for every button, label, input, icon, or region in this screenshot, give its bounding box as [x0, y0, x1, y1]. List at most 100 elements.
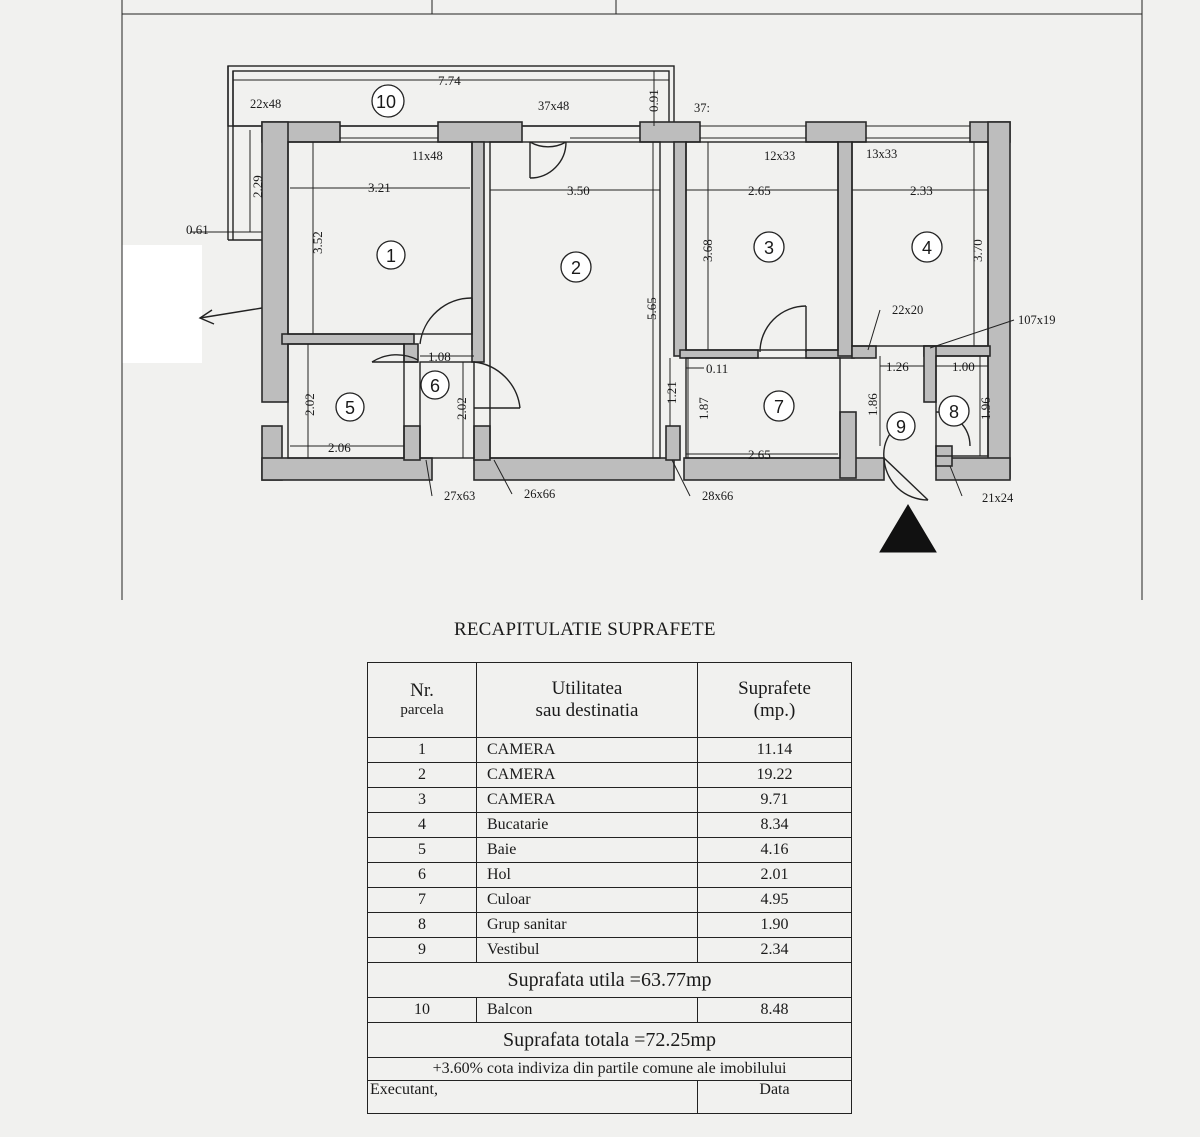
- wall-label: 26x66: [524, 487, 555, 501]
- room-number: 10: [376, 92, 396, 112]
- dim-r8-w: 1.00: [952, 359, 975, 374]
- dim-r2-w: 3.50: [567, 183, 590, 198]
- room-number: 9: [896, 417, 906, 437]
- useful-total: Suprafata utila =63.77mp: [367, 962, 852, 998]
- header-area: Suprafete (mp.): [697, 662, 852, 738]
- executant-row: Executant, Data: [367, 1080, 852, 1114]
- wall-label: 107x19: [1018, 313, 1056, 327]
- dim-r5-h: 2.02: [302, 393, 317, 416]
- row-nr: 3: [367, 787, 477, 813]
- row-use: CAMERA: [476, 737, 698, 763]
- row-area: 2.01: [697, 862, 852, 888]
- cota-text: +3.60% cota indiviza din partile comune …: [367, 1057, 852, 1081]
- row-nr: 1: [367, 737, 477, 763]
- dim-r6-h: 2.02: [454, 397, 469, 420]
- room-number: 7: [774, 397, 784, 417]
- row-nr: 8: [367, 912, 477, 938]
- row-area: 19.22: [697, 762, 852, 788]
- wall-labels: 22x48 11x48 37x48 37: 12x33 13x33 22x20 …: [250, 97, 1056, 505]
- row-area: 8.34: [697, 812, 852, 838]
- redacted-patch: [122, 245, 202, 363]
- dim-balcony-w: 0.91: [646, 89, 661, 112]
- row-nr: 5: [367, 837, 477, 863]
- wall-label: 27x63: [444, 489, 475, 503]
- dim-r6-w: 1.08: [428, 349, 451, 364]
- executant-label: Executant,: [367, 1080, 698, 1114]
- table-header-row: Nr. parcela Utilitatea sau destinatia Su…: [367, 662, 852, 738]
- row-use: Balcon: [476, 997, 698, 1023]
- dim-r1-w: 3.21: [368, 180, 391, 195]
- recap-table: Nr. parcela Utilitatea sau destinatia Su…: [367, 662, 852, 1114]
- triangle-icon: [879, 504, 937, 553]
- header-nr-1: Nr.: [410, 680, 434, 702]
- dimension-lines: [233, 71, 988, 458]
- row-use: Vestibul: [476, 937, 698, 963]
- room-number: 5: [345, 398, 355, 418]
- dim-balcony-side: 2.29: [250, 175, 265, 198]
- header-use-2: sau destinatia: [535, 700, 639, 721]
- walls: [198, 121, 1011, 553]
- wall-label: 22x20: [892, 303, 923, 317]
- room-number: 4: [922, 238, 932, 258]
- row-area: 9.71: [697, 787, 852, 813]
- row-use: Bucatarie: [476, 812, 698, 838]
- row-use: CAMERA: [476, 787, 698, 813]
- dim-r7-h: 1.87: [696, 397, 711, 420]
- row-area: 4.16: [697, 837, 852, 863]
- wall-label: 21x24: [982, 491, 1014, 505]
- row-use: Grup sanitar: [476, 912, 698, 938]
- row-nr: 6: [367, 862, 477, 888]
- dim-balcony-len: 7.74: [438, 73, 461, 88]
- dim-r3-h: 3.68: [700, 239, 715, 262]
- row-area: 8.48: [697, 997, 852, 1023]
- row-nr: 4: [367, 812, 477, 838]
- dim-r7-v: 1.21: [664, 381, 679, 404]
- wall-label: 11x48: [412, 149, 443, 163]
- row-area: 2.34: [697, 937, 852, 963]
- dim-r9-h: 1.86: [865, 393, 880, 416]
- cota-row: +3.60% cota indiviza din partile comune …: [367, 1057, 852, 1081]
- header-area-2: (mp.): [753, 700, 796, 721]
- row-nr: 9: [367, 937, 477, 963]
- dim-r7-gap: 0.11: [706, 361, 728, 376]
- row-use: Culoar: [476, 887, 698, 913]
- row-use: Hol: [476, 862, 698, 888]
- dim-r9-w: 1.26: [886, 359, 909, 374]
- dim-r1-h: 3.52: [310, 231, 325, 254]
- dim-r7-w: 2.65: [748, 447, 771, 462]
- recap-title: RECAPITULATIE SUPRAFETE: [454, 619, 716, 640]
- dimension-labels: 7.74 0.91 2.29 0.61 3.21 3.52 3.50 5.65 …: [186, 73, 993, 462]
- header-area-1: Suprafete: [738, 678, 811, 700]
- grand-total: Suprafata totala =72.25mp: [367, 1022, 852, 1058]
- wall-label: 28x66: [702, 489, 733, 503]
- row-nr: 7: [367, 887, 477, 913]
- row-area: 4.95: [697, 887, 852, 913]
- dim-balcony-depth: 0.61: [186, 222, 209, 237]
- wall-label: 13x33: [866, 147, 897, 161]
- row-use: CAMERA: [476, 762, 698, 788]
- dim-r3-w: 2.65: [748, 183, 771, 198]
- row-use: Baie: [476, 837, 698, 863]
- room-number: 8: [949, 402, 959, 422]
- room-number: 6: [430, 376, 440, 396]
- useful-total-row: Suprafata utila =63.77mp: [367, 962, 852, 998]
- row-area: 11.14: [697, 737, 852, 763]
- dim-r2-h: 5.65: [644, 297, 659, 320]
- dim-r4-w: 2.33: [910, 183, 933, 198]
- dim-r8-h: 1.96: [978, 397, 993, 420]
- dim-r4-h: 3.70: [970, 239, 985, 262]
- header-use-1: Utilitatea: [551, 678, 623, 700]
- header-nr-2: parcela: [400, 702, 444, 719]
- row-area: 1.90: [697, 912, 852, 938]
- header-nr: Nr. parcela: [367, 662, 477, 738]
